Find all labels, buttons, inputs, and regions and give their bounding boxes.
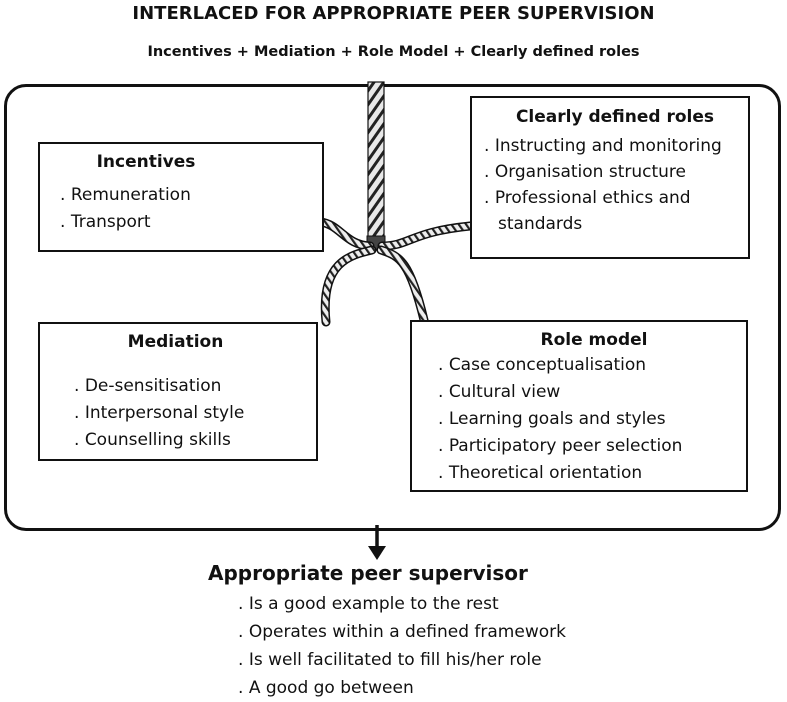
role-model-box: Role model Case conceptualisation Cultur…	[410, 320, 748, 492]
diagram-title: INTERLACED FOR APPROPRIATE PEER SUPERVIS…	[132, 3, 655, 24]
role-model-heading: Role model	[540, 330, 648, 350]
incentives-heading: Incentives	[96, 152, 196, 172]
list-item: Theoretical orientation	[438, 460, 746, 487]
mediation-list: De-sensitisation Interpersonal style Cou…	[40, 373, 316, 454]
list-item: Instructing and monitoring	[484, 133, 748, 159]
list-item: Cultural view	[438, 379, 746, 406]
outcome-list: Is a good example to the rest Operates w…	[238, 590, 566, 702]
list-item: Remuneration	[60, 182, 322, 209]
list-item: Operates within a defined framework	[238, 618, 566, 646]
list-item: Interpersonal style	[74, 400, 316, 427]
continuation-text: standards	[498, 214, 583, 234]
list-item-continuation: standards	[484, 211, 748, 237]
roles-heading: Clearly defined roles	[515, 107, 715, 127]
outcome-heading: Appropriate peer supervisor	[208, 561, 528, 585]
list-item: Learning goals and styles	[438, 406, 746, 433]
mediation-heading: Mediation	[127, 332, 224, 352]
list-item: A good go between	[238, 674, 566, 702]
list-item: De-sensitisation	[74, 373, 316, 400]
diagram-subtitle: Incentives + Mediation + Role Model + Cl…	[147, 44, 640, 60]
roles-list: Instructing and monitoring Organisation …	[472, 133, 748, 237]
clearly-defined-roles-box: Clearly defined roles Instructing and mo…	[470, 96, 750, 259]
incentives-box: Incentives Remuneration Transport	[38, 142, 324, 252]
list-item: Is well facilitated to fill his/her role	[238, 646, 566, 674]
list-item: Professional ethics and	[484, 185, 748, 211]
list-item: Participatory peer selection	[438, 433, 746, 460]
list-item: Is a good example to the rest	[238, 590, 566, 618]
incentives-list: Remuneration Transport	[40, 182, 322, 236]
list-item: Case conceptualisation	[438, 352, 746, 379]
mediation-box: Mediation De-sensitisation Interpersonal…	[38, 322, 318, 461]
role-model-list: Case conceptualisation Cultural view Lea…	[412, 352, 746, 487]
list-item: Organisation structure	[484, 159, 748, 185]
list-item: Transport	[60, 209, 322, 236]
list-item: Counselling skills	[74, 427, 316, 454]
